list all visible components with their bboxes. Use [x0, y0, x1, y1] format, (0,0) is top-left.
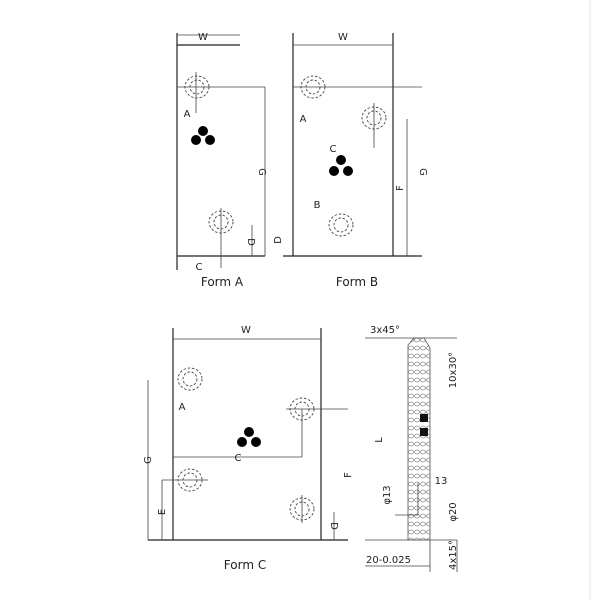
form-b-title: Form B [336, 275, 378, 289]
label-c: C [330, 144, 337, 155]
hole-icon [177, 468, 203, 492]
three-dot-symbol [237, 427, 261, 447]
pin-section [407, 337, 431, 541]
label-c: C [235, 453, 242, 464]
label-d: D [245, 238, 256, 246]
form-a-drawing: W A G C D Form A [176, 32, 267, 289]
label-w: W [338, 32, 348, 43]
dim-13-label: 13 [435, 476, 448, 487]
label-w: W [241, 325, 251, 336]
label-d: D [328, 522, 339, 530]
label-g: G [143, 456, 154, 464]
hole-icon [328, 213, 354, 237]
label-a: A [179, 402, 186, 413]
form-b-drawing: W A C B D F G Form B [273, 32, 428, 289]
label-g: G [256, 168, 267, 176]
length-label: L [374, 437, 385, 443]
label-a: A [184, 109, 191, 120]
label-w: W [198, 32, 208, 43]
label-b: B [314, 200, 321, 211]
label-c: C [196, 262, 203, 273]
hole-icon [184, 75, 210, 99]
form-a-title: Form A [201, 275, 244, 289]
dia-13-label: φ13 [382, 485, 393, 504]
label-f: F [395, 185, 406, 191]
dia-20-label: φ20 [448, 502, 459, 521]
three-dot-symbol [329, 155, 353, 176]
hole-icon [177, 367, 203, 391]
label-e: E [157, 509, 168, 515]
label-f: F [343, 472, 354, 478]
side-view-drawing: 3x45° 10x30° L 13 φ13 φ20 20-0.025 4x15° [365, 325, 459, 572]
label-g: G [417, 168, 428, 176]
form-c-title: Form C [224, 558, 266, 572]
width-tolerance-label: 20-0.025 [366, 555, 411, 566]
chamfer-top-label: 3x45° [370, 325, 400, 336]
three-dot-symbol [191, 126, 215, 145]
hole-icon [289, 397, 315, 421]
marker-square [420, 414, 428, 422]
chamfer-bottom-label: 4x15° [448, 540, 459, 570]
label-d: D [273, 236, 284, 244]
hole-icon [300, 75, 326, 99]
marker-square [420, 428, 428, 436]
hole-icon [289, 495, 315, 523]
form-c-drawing: W A C G E F D Form C [143, 325, 354, 572]
label-a: A [300, 114, 307, 125]
angle-top-label: 10x30° [448, 352, 459, 388]
